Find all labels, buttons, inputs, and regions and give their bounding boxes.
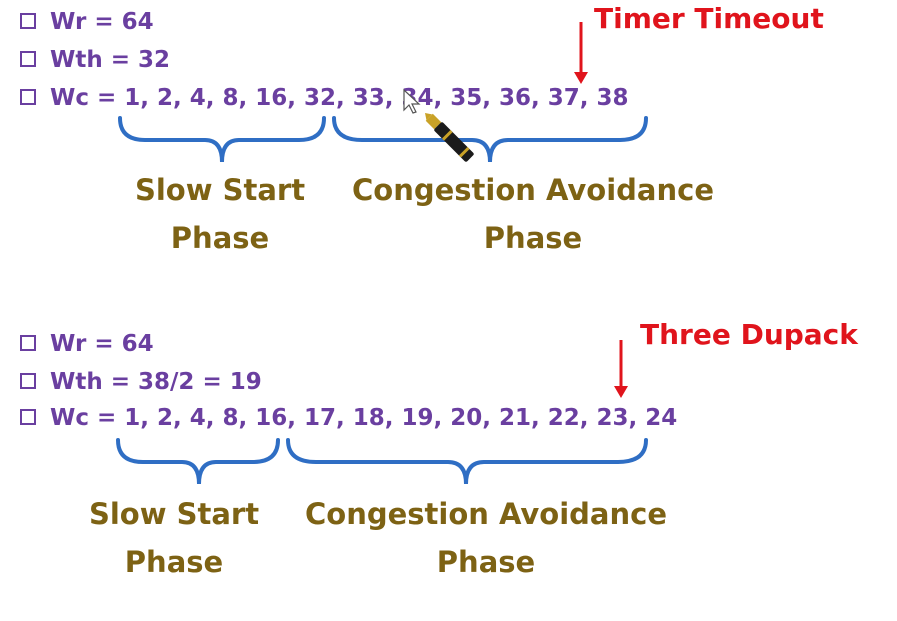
wr-line-1: Wr = 64 [20, 8, 154, 36]
curly-brace-icon [118, 116, 326, 163]
three-dupack-label: Three Dupack [640, 318, 858, 351]
down-arrow-icon [614, 340, 628, 398]
checkbox-icon [20, 88, 36, 105]
down-arrow-icon [574, 22, 588, 84]
wth-line-2: Wth = 38/2 = 19 [20, 368, 262, 396]
curly-brace-icon [116, 438, 280, 485]
wc-line-1: Wc = 1, 2, 4, 8, 16, 32, 33, 34, 35, 36,… [20, 84, 629, 112]
checkbox-icon [20, 12, 36, 29]
curly-brace-icon [286, 438, 648, 485]
wr-value-2: Wr = 64 [50, 331, 154, 357]
wc-sequence-1: Wc = 1, 2, 4, 8, 16, 32, 33, 34, 35, 36,… [50, 85, 629, 111]
wc-line-2: Wc = 1, 2, 4, 8, 16, 17, 18, 19, 20, 21,… [20, 404, 677, 432]
wth-value-1: Wth = 32 [50, 47, 171, 73]
checkbox-icon [20, 408, 36, 425]
wr-value-1: Wr = 64 [50, 9, 154, 35]
curly-brace-icon [332, 116, 648, 163]
wth-line-1: Wth = 32 [20, 46, 170, 74]
congestion-avoidance-phase-label-1: Congestion Avoidance Phase [351, 173, 715, 255]
congestion-avoidance-phase-label-2: Congestion Avoidance Phase [304, 497, 668, 579]
wth-value-2: Wth = 38/2 = 19 [50, 369, 262, 395]
slow-start-phase-label-2: Slow Start Phase [88, 497, 260, 579]
wc-sequence-2: Wc = 1, 2, 4, 8, 16, 17, 18, 19, 20, 21,… [50, 405, 678, 431]
timer-timeout-label: Timer Timeout [594, 2, 824, 35]
checkbox-icon [20, 50, 36, 67]
checkbox-icon [20, 372, 36, 389]
checkbox-icon [20, 334, 36, 351]
wr-line-2: Wr = 64 [20, 330, 154, 358]
slow-start-phase-label-1: Slow Start Phase [134, 173, 306, 255]
pen-cursor-icon [403, 88, 474, 162]
